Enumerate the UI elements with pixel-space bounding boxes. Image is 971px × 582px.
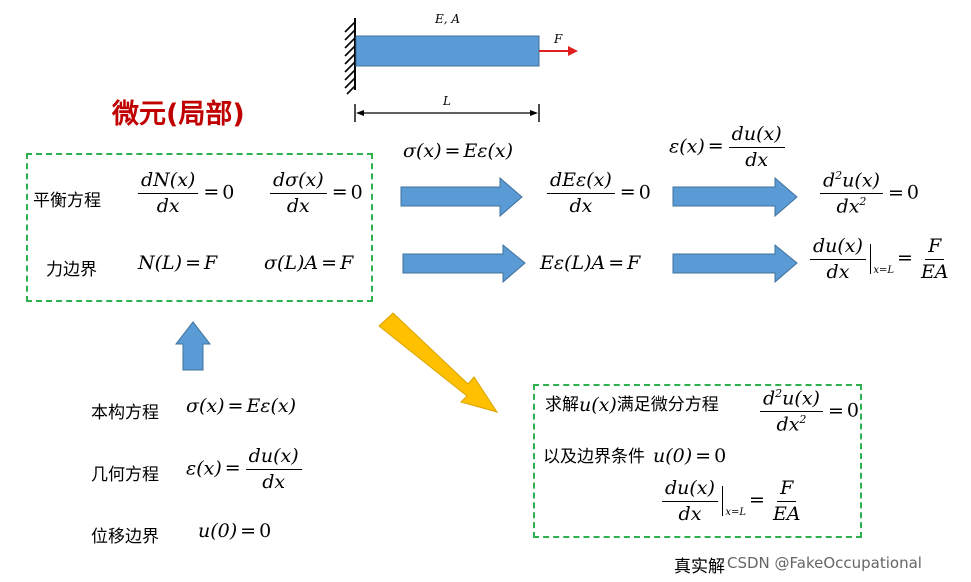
constitutive-label: 本构方程 — [91, 403, 159, 423]
wall-hatching — [344, 21, 356, 95]
displacement-boundary-label: 位移边界 — [91, 527, 159, 547]
arrow-blue-3 — [402, 243, 526, 284]
solution-ode: d2u(x)dx2=0 — [758, 387, 859, 435]
equilibrium-strain-eq: dEε(x)dx=0 — [545, 170, 651, 217]
boundary-strain-eq: Eε(L)A=F — [540, 252, 641, 274]
force-arrow-head — [568, 46, 578, 56]
force-boundary-eq-sigma: σ(L)A=F — [264, 252, 354, 274]
force-boundary-eq-N: N(L)=F — [138, 252, 218, 274]
equilibrium-eq-N: dN(x)dx=0 — [136, 170, 234, 217]
dim-arrow-right — [530, 110, 538, 116]
arrow-blue-4 — [672, 243, 798, 284]
solution-line-1: 求解u(x)满足微分方程 — [545, 394, 719, 416]
geometric-eq: ε(x)=du(x)dx — [186, 446, 304, 493]
arrow-blue-2 — [672, 176, 798, 218]
beam-material-label: E, A — [435, 12, 461, 26]
beam-length-label: L — [443, 94, 451, 108]
arrow-blue-1 — [400, 176, 523, 218]
boundary-prefix: 以及边界条件 — [543, 447, 645, 467]
constitutive-eq: σ(x)=Eε(x) — [186, 395, 297, 417]
displacement-boundary-eq: u(0)=0 — [198, 520, 272, 542]
arrow-orange-diagonal — [378, 312, 499, 413]
second-derivative-eq: d2u(x)dx2=0 — [818, 169, 919, 217]
csdn-watermark: CSDN @FakeOccupational — [727, 554, 922, 572]
solve-mid: 满足微分方程 — [616, 395, 719, 415]
solve-prefix: 求解 — [545, 395, 579, 415]
beam-force-label: F — [554, 32, 563, 46]
solution-box — [533, 384, 862, 538]
arrow-blue-up — [174, 321, 212, 371]
dim-arrow-left — [356, 110, 364, 116]
true-solution-label: 真实解 — [674, 557, 725, 577]
local-equations-box — [26, 153, 373, 302]
force-boundary-label: 力边界 — [46, 260, 97, 280]
geometric-label: 几何方程 — [91, 465, 159, 485]
equilibrium-label: 平衡方程 — [33, 191, 101, 211]
equilibrium-eq-sigma: dσ(x)dx=0 — [268, 170, 363, 217]
beam-diagram — [344, 18, 578, 122]
geometric-over-arrow: ε(x)=du(x)dx — [669, 124, 787, 171]
constitutive-over-arrow: σ(x)=Eε(x) — [403, 140, 514, 162]
page-title: 微元(局部) — [112, 99, 245, 130]
